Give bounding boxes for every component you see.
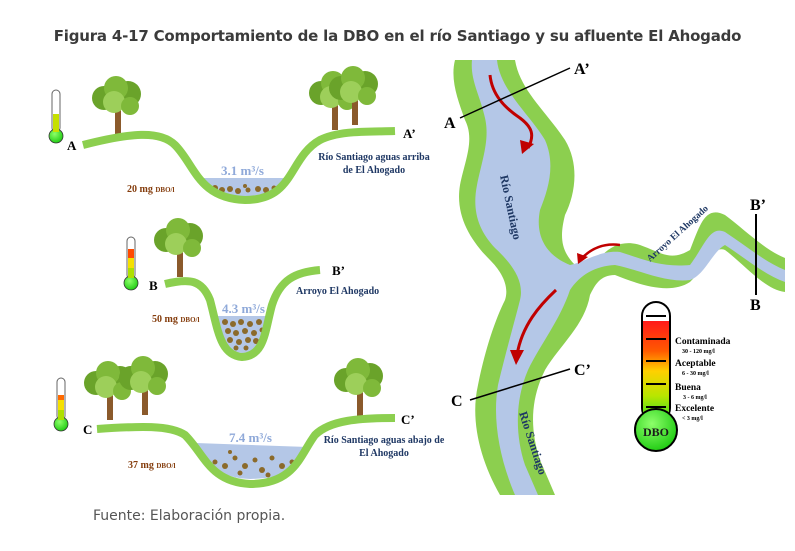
cross-section-a-start-label: A xyxy=(67,138,77,153)
cross-section-c-dbo-value: 37 mg DBO/l xyxy=(128,460,175,471)
cross-section-a-place-1: Río Santiago aguas arriba xyxy=(318,152,429,163)
legend-level-name: Contaminada xyxy=(675,337,731,347)
cross-section-b-start-label: B xyxy=(149,278,158,293)
cross-section-a-end-label: A’ xyxy=(403,126,416,141)
thermometer-b-fill-red xyxy=(128,249,134,258)
cut-line-a xyxy=(459,67,571,119)
cross-section-c-water xyxy=(196,443,308,479)
tree-icon xyxy=(154,218,203,277)
flow-arrow-lower xyxy=(510,288,558,365)
dbo-legend: DBO Contaminada 30 - 120 mg/l Aceptable … xyxy=(634,301,731,452)
legend-level-range: < 3 mg/l xyxy=(682,416,703,422)
flow-arrow-tributary xyxy=(577,243,621,264)
cut-a-end-label: A’ xyxy=(574,61,590,78)
thermometer-b-fill-yellow xyxy=(128,258,134,268)
cross-section-c-end-label: C’ xyxy=(401,412,415,427)
cross-section-c: C C’ 7.4 m³/s 37 mg DBO/l Río Santiago a… xyxy=(53,356,445,489)
river-santiago-map xyxy=(453,60,785,495)
cross-section-c-flow: 7.4 m³/s xyxy=(229,430,272,445)
cut-a-start-label: A xyxy=(444,115,456,132)
cross-section-c-place-2: El Ahogado xyxy=(359,448,409,459)
cross-section-a-ground xyxy=(82,127,396,205)
cross-section-b-dbo-value: 50 mg DBO/l xyxy=(152,314,199,325)
thermometer-c-fill-orange xyxy=(58,395,64,400)
legend-bulb-label: DBO xyxy=(643,425,669,439)
cross-section-b-place-1: Arroyo El Ahogado xyxy=(296,286,379,297)
cross-section-a-flow: 3.1 m³/s xyxy=(221,163,264,178)
cross-section-b: B B’ 4.3 m³/s 50 mg DBO/l Arroyo El Ahog… xyxy=(123,218,379,362)
river-water xyxy=(471,60,785,495)
legend-thermometer-bulb xyxy=(634,408,678,452)
sediment xyxy=(212,450,295,478)
cross-section-a-place-2: de El Ahogado xyxy=(343,165,405,176)
cut-b-start-label: B xyxy=(750,297,761,314)
legend-level-range: 6 - 30 mg/l xyxy=(682,371,709,377)
figure-title: Figura 4-17 Comportamiento de la DBO en … xyxy=(53,27,742,45)
thermometer-a-fill xyxy=(53,114,59,132)
thermometer-b-fill-green xyxy=(128,268,134,278)
tree-icon xyxy=(119,356,168,415)
cross-section-b-end-label: B’ xyxy=(332,263,345,278)
legend-level-name: Excelente xyxy=(675,404,714,414)
cross-section-c-ground xyxy=(96,414,396,489)
legend-tick-marks xyxy=(646,315,666,408)
cross-section-c-start-label: C xyxy=(83,422,92,437)
legend-thermometer-fill xyxy=(643,321,669,421)
cross-section-a-dbo-value: 20 mg DBO/l xyxy=(127,184,174,195)
cut-b-end-label: B’ xyxy=(750,197,766,214)
legend-level-range: 30 - 120 mg/l xyxy=(682,349,715,355)
cross-section-a: A A’ 3.1 m³/s 20 mg DBO/l Río Santiago a… xyxy=(48,66,430,205)
cut-c-end-label: C’ xyxy=(574,362,591,379)
thermometer-c-fill-green xyxy=(58,410,64,420)
figure-source: Fuente: Elaboración propia. xyxy=(93,508,286,524)
cross-section-b-flow: 4.3 m³/s xyxy=(222,301,265,316)
cut-line-c xyxy=(469,368,571,401)
legend-level-name: Aceptable xyxy=(675,359,716,369)
cut-c-start-label: C xyxy=(451,393,463,410)
legend-level-range: 3 - 6 mg/l xyxy=(683,395,707,401)
tree-icon xyxy=(334,358,383,417)
legend-level-name: Buena xyxy=(675,383,701,393)
cross-section-b-ground xyxy=(164,266,321,362)
flow-arrow-upper xyxy=(488,74,534,154)
cross-section-c-place-1: Río Santiago aguas abajo de xyxy=(324,435,445,446)
thermometer-c-fill-yellow xyxy=(58,400,64,410)
tree-icon xyxy=(92,76,141,135)
